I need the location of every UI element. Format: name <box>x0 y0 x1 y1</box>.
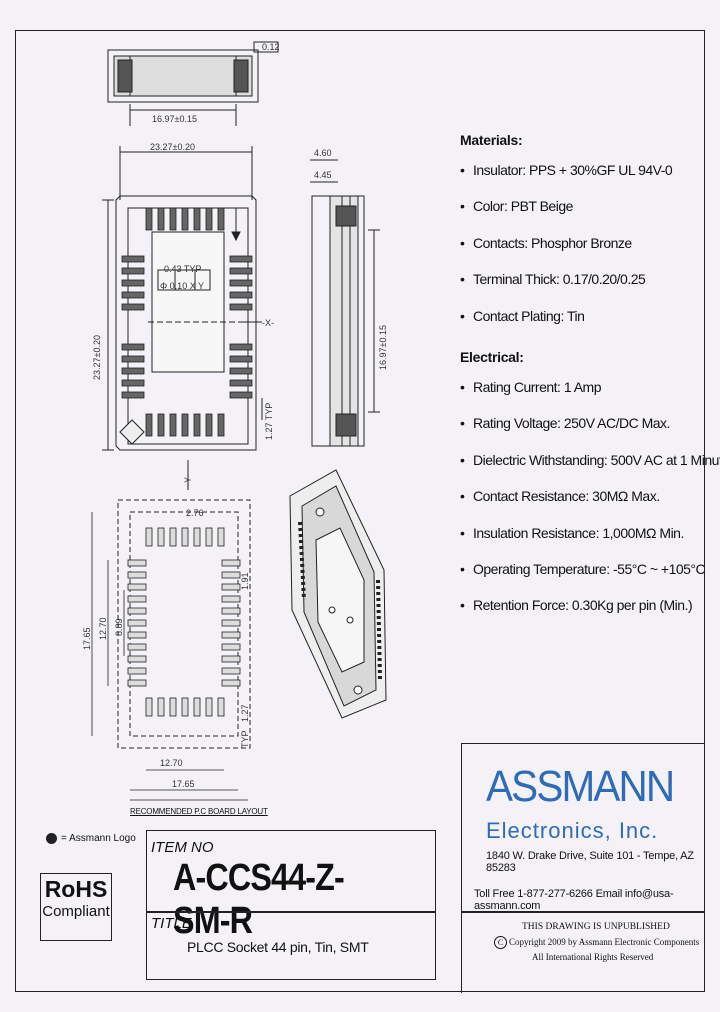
dim-side-h2: 4.45 <box>314 170 332 180</box>
spec-item: Rating Voltage: 250V AC/DC Max. <box>460 414 710 450</box>
assmann-logo-icon <box>46 833 57 844</box>
spec-item: Rating Current: 1 Amp <box>460 378 710 414</box>
item-no-label: ITEM NO <box>151 839 214 856</box>
side-view <box>261 159 380 447</box>
spec-item: Retention Force: 0.30Kg per pin (Min.) <box>460 596 710 632</box>
company-block: ASSMANN Electronics, Inc. 1840 W. Drake … <box>461 743 705 993</box>
spec-item: Contact Resistance: 30MΩ Max. <box>460 487 710 523</box>
rohs-subtitle: Compliant <box>42 903 110 920</box>
isometric-view <box>289 469 387 719</box>
dim-typ: TYP <box>240 730 250 748</box>
spec-item: Contacts: Phosphor Bronze <box>460 234 710 270</box>
spec-item: Terminal Thick: 0.17/0.20/0.25 <box>460 270 710 306</box>
dim-side-h1: 4.60 <box>314 148 332 158</box>
dim-inner-span: 16.97±0.15 <box>378 325 388 370</box>
dim-pitch-043: 0.43 TYP <box>164 264 201 274</box>
dim-span-889: 8.89 <box>114 618 124 636</box>
datum-x: -X- <box>262 318 274 328</box>
spec-item: Color: PBT Beige <box>460 197 710 233</box>
plan-view <box>102 146 262 490</box>
dim-body-width: 23.27±0.20 <box>150 142 195 152</box>
spec-item: Dielectric Withstanding: 500V AC at 1 Mi… <box>460 451 720 487</box>
logo-note: = Assmann Logo <box>61 833 136 845</box>
dim-pad-276: 2.76 <box>186 508 204 518</box>
copyright-text: Copyright 2009 by Assmann Electronic Com… <box>509 937 700 947</box>
dim-body-height: 23.27±0.20 <box>92 335 102 380</box>
dim-tolerance-box: Φ 0.10 X Y <box>160 281 204 291</box>
dim-span-1765-h: 17.65 <box>172 779 195 789</box>
title-block: ITEM NO A-CCS44-Z-SM-R TITLE PLCC Socket… <box>146 830 436 980</box>
spec-item: Insulator: PPS + 30%GF UL 94V-0 <box>460 161 710 197</box>
dim-top-width: 16.97±0.15 <box>152 114 197 124</box>
dim-span-1270-h: 12.70 <box>160 758 183 768</box>
spec-item: Operating Temperature: -55°C ~ +105°C <box>460 560 710 596</box>
dim-span-1765-v: 17.65 <box>82 627 92 650</box>
dim-pad-191: 1.91 <box>240 572 250 590</box>
dim-pitch-127-side: 1.27 TYP <box>264 403 274 440</box>
company-subtitle: Electronics, Inc. <box>486 818 659 843</box>
title-divider <box>147 911 435 913</box>
rohs-badge: RoHS Compliant <box>40 873 112 941</box>
assmann-logo-legend: = Assmann Logo <box>46 833 136 844</box>
company-contact: Toll Free 1-877-277-6266 Email info@usa-… <box>474 888 674 912</box>
materials-list: Insulator: PPS + 30%GF UL 94V-0 Color: P… <box>460 161 710 343</box>
part-number: A-CCS44-Z-SM-R <box>173 857 345 942</box>
pcb-dim-lines <box>91 512 248 801</box>
company-divider <box>462 911 705 913</box>
specifications: Materials: Insulator: PPS + 30%GF UL 94V… <box>460 132 720 645</box>
rohs-title: RoHS <box>44 876 108 902</box>
title-label: TITLE <box>151 915 192 932</box>
dim-span-1270-v: 12.70 <box>98 617 108 640</box>
spec-item: Contact Plating: Tin <box>460 307 710 343</box>
spec-item: Insulation Resistance: 1,000MΩ Min. <box>460 524 710 560</box>
electrical-heading: Electrical: <box>460 348 524 365</box>
datum-y: -Y- <box>183 475 193 486</box>
company-address: 1840 W. Drake Drive, Suite 101 - Tempe, … <box>486 850 694 874</box>
pcb-pads <box>127 527 241 717</box>
company-logo: ASSMANN <box>486 762 675 811</box>
dim-pitch-127-pad: 1.27 <box>240 704 250 722</box>
unpublished-notice: THIS DRAWING IS UNPUBLISHED <box>522 922 670 932</box>
dim-top-flatness: 0.12 <box>262 42 280 52</box>
rights-notice: All International Rights Reserved <box>532 952 654 962</box>
plan-pins <box>121 207 253 437</box>
layout-caption: RECOMMENDED P.C BOARD LAYOUT <box>130 807 268 816</box>
electrical-list: Rating Current: 1 Amp Rating Voltage: 25… <box>460 378 720 633</box>
materials-heading: Materials: <box>460 132 523 148</box>
top-profile-view <box>107 41 279 126</box>
part-description: PLCC Socket 44 pin, Tin, SMT <box>187 939 369 955</box>
copyright-icon: C <box>494 936 507 949</box>
